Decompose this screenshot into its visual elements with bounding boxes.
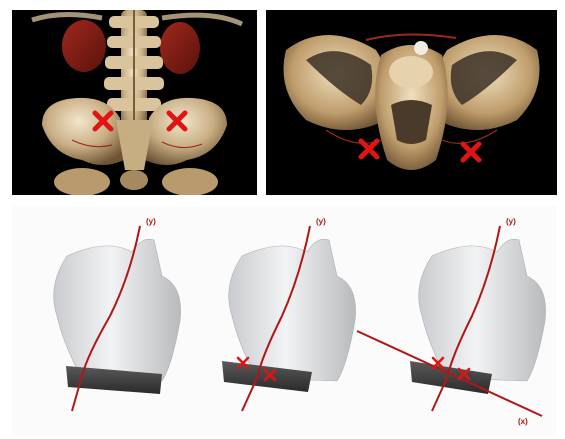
torso-3: (y) (x) [357,217,546,426]
torso-1-body [54,239,181,381]
torso-1: (y) [54,217,181,411]
ct-axial-sacrum [266,10,557,195]
right-kidney [160,22,200,74]
torso-2: (y) [222,217,356,411]
torso-diagram-panel: (y) (y) (y) (x) [12,206,557,436]
torso-1-y-label: (y) [146,217,156,226]
left-kidney [62,20,106,72]
torso-3-x-label: (x) [518,417,528,426]
ct-axial-image [266,10,557,195]
torso-2-y-label: (y) [316,217,326,226]
torso-3-body [419,239,546,381]
torso-3-y-label: (y) [506,217,516,226]
torso-diagram: (y) (y) (y) (x) [12,206,557,436]
ct-posterior-image [12,10,257,195]
ct-posterior-spine-pelvis [12,10,257,195]
